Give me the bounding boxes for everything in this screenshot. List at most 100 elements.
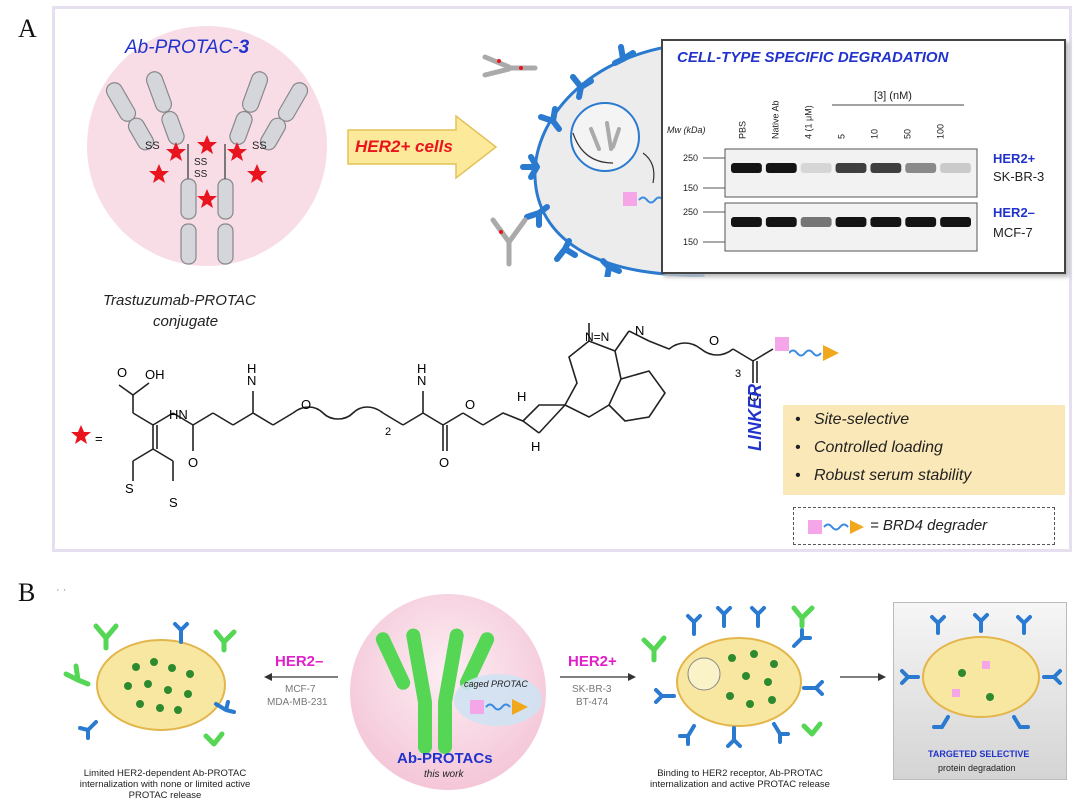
blot-lane-label: 4 (1 μM) (804, 105, 814, 139)
blot-lane-label: 100 (936, 124, 946, 139)
payload-stars (149, 135, 267, 208)
protein-dots (124, 658, 194, 714)
chem-hn: HN (169, 407, 188, 422)
chem-o-5: O (749, 389, 759, 404)
internalized-antibody (589, 121, 621, 151)
chem-n-3: N (635, 323, 644, 338)
caption-mid-line1: Binding to HER2 receptor, Ab-PROTAC (657, 768, 823, 779)
panel-a: SS SS SS SS Ab-PROTAC-3 Trastuzumab-PROT… (52, 6, 1072, 552)
her2-pos-line1: SK-BR-3 (572, 684, 612, 695)
chem-s-1: S (125, 481, 134, 496)
center-title: Ab-PROTACs (397, 750, 493, 767)
chem-sub2: 2 (385, 426, 391, 438)
big-antibody (375, 628, 495, 754)
hinge-disulfide-label-2: SS (194, 169, 208, 180)
blot-row2-label-a: HER2– (993, 205, 1035, 220)
chem-o-3: O (439, 455, 449, 470)
disulfide-label-right: SS (252, 140, 267, 152)
bullet-2-text: Controlled loading (813, 439, 943, 456)
degrader-legend-box: = BRD4 degrader (793, 507, 1055, 545)
her2-neg-label: HER2– (275, 653, 324, 670)
blot-band (870, 217, 902, 227)
linker-label: LINKER (745, 384, 765, 451)
chem-star-icon (71, 425, 91, 444)
blot-mw-mark: 250 (683, 207, 698, 217)
chem-o-4: O (465, 397, 475, 412)
blot-lane-label: PBS (738, 121, 748, 139)
caption-left-line1: Limited HER2-dependent Ab-PROTAC (83, 768, 247, 779)
blot-row2-label-b: MCF-7 (993, 225, 1033, 240)
free-antibody-top (482, 54, 538, 78)
chem-h-2: H (417, 361, 426, 376)
blot-group-label: [3] (nM) (874, 90, 912, 102)
bullet-1-text: Site-selective (813, 411, 910, 428)
final-box: TARGETED SELECTIVE protein degradation (893, 602, 1067, 780)
panel-b-dots: · · (56, 584, 67, 596)
chem-o-2: O (188, 455, 198, 470)
caption-left-line3: PROTAC release (128, 790, 202, 801)
panel-a-letter: A (18, 14, 37, 43)
chem-n-1: N (247, 373, 256, 388)
chem-degrader-tail (789, 345, 839, 361)
antibody-illustration: SS SS SS SS (87, 26, 327, 266)
her2-neg-cell (63, 622, 237, 747)
center-ab-protac (350, 594, 546, 790)
her2-pos-line2: BT-474 (576, 697, 609, 708)
antibodies-right (641, 605, 823, 737)
blot-band (835, 163, 867, 173)
chem-o-peg: O (301, 397, 311, 412)
center-subtitle: this work (424, 769, 464, 780)
chem-h-3: H (517, 389, 526, 404)
blot-band (731, 163, 762, 173)
final-label: protein degradation (938, 763, 1016, 773)
ab-title-prefix: Ab-PROTAC- (125, 37, 239, 58)
blot-row1-label-b: SK-BR-3 (993, 169, 1044, 184)
chem-h-4: H (531, 439, 540, 454)
protein-dots-right (726, 650, 778, 708)
blot-lane-label: 10 (870, 129, 880, 139)
arrow-right (560, 673, 636, 681)
panel-b-letter: B (18, 578, 36, 607)
blot-title: CELL-TYPE SPECIFIC DEGRADATION (677, 49, 949, 66)
bullet-1: • Site-selective (795, 411, 910, 428)
caption-conjugate: conjugate (153, 313, 219, 330)
bullet-3-text: Robust serum stability (813, 467, 972, 484)
chem-triazole: N=N (585, 330, 609, 344)
chem-h-1: H (247, 361, 256, 376)
blot-mw-mark: 150 (683, 183, 698, 193)
bullet-3: • Robust serum stability (795, 467, 972, 484)
chemical-structure: O OH = HN S S O N H O 2 N H O O H H N=N … (71, 323, 789, 510)
arrow-final (840, 673, 886, 681)
her2-neg-line2: MDA-MB-231 (267, 697, 328, 708)
her2-neg-line1: MCF-7 (285, 684, 316, 695)
blot-band (905, 163, 937, 173)
her2-pos-cell (641, 605, 824, 748)
blot-mw-mark: 250 (683, 153, 698, 163)
blot-band (731, 217, 762, 227)
blot-row1-label-a: HER2+ (993, 151, 1036, 166)
receptors-left (78, 622, 236, 740)
caption-trastuzumab: Trastuzumab-PROTAC (103, 292, 256, 309)
blot-mw-mark: 150 (683, 237, 698, 247)
caption-left: Limited HER2-dependent Ab-PROTAC interna… (40, 768, 290, 801)
receptors-right (654, 606, 824, 748)
chem-n-2: N (417, 373, 426, 388)
brd4-degrader-pink (623, 192, 637, 206)
her2-pos-label: HER2+ (568, 653, 617, 670)
caged-protac-label: caged PROTAC (464, 679, 528, 689)
hinge-disulfide-label: SS (194, 157, 208, 168)
ab-title-number: 3 (238, 37, 250, 58)
caption-mid: Binding to HER2 receptor, Ab-PROTAC inte… (620, 768, 860, 790)
blot-band (835, 217, 867, 227)
her2-receptors (520, 44, 636, 277)
chem-sub3: 3 (735, 368, 741, 380)
blot-band (800, 217, 832, 227)
degrader-legend-text: = BRD4 degrader (870, 517, 988, 534)
chem-oh: OH (145, 367, 165, 382)
free-antibody-bottom (490, 217, 528, 267)
bullet-2: • Controlled loading (795, 439, 943, 456)
blot-lane-label: 5 (837, 134, 847, 139)
blot-lane-label: 50 (903, 129, 913, 139)
